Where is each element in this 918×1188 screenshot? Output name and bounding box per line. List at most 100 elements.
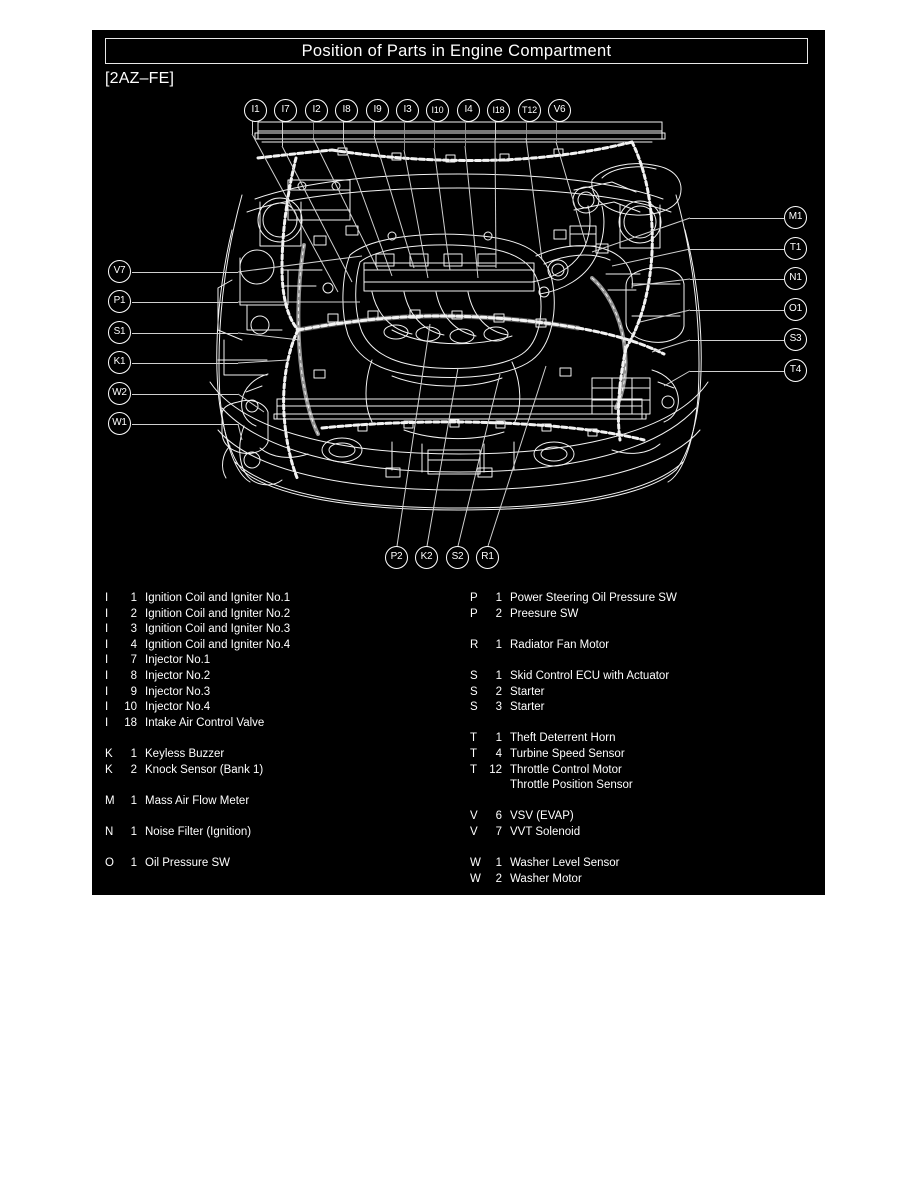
legend-number: 18 [124,716,137,729]
legend-description: Skid Control ECU with Actuator [510,669,670,682]
legend-description: Starter [510,701,545,714]
legend-description: VSV (EVAP) [510,810,574,823]
legend-letter: I [105,654,109,667]
legend-letter: I [105,623,109,636]
legend-number: 7 [495,825,502,838]
callout-p1[interactable]: P1 [108,290,131,313]
engine-code-label: [2AZ–FE] [105,70,175,87]
legend-description: Throttle Control Motor [510,763,622,776]
legend-letter: S [470,701,478,714]
legend-letter: N [105,825,114,838]
legend-number: 6 [495,810,502,823]
legend-letter: I [105,638,109,651]
legend-letter: I [105,592,109,604]
callout-i4[interactable]: I4 [457,99,480,122]
callout-t1[interactable]: T1 [784,237,807,260]
legend-number: 2 [495,872,502,885]
legend-letter: T [470,747,478,760]
legend-letter: V [470,825,478,838]
callout-s3[interactable]: S3 [784,328,807,351]
leader-line [132,424,238,425]
callout-s2[interactable]: S2 [446,546,469,569]
legend-number: 3 [495,701,502,714]
legend-description: Washer Level Sensor [510,857,620,870]
legend-description: Ignition Coil and Igniter No.4 [145,638,291,651]
leader-line [690,371,784,372]
legend-description: Ignition Coil and Igniter No.2 [145,607,291,620]
callout-k2[interactable]: K2 [415,546,438,569]
leader-line [526,112,527,138]
legend-description: Injector No.4 [145,701,211,714]
leader-line [252,112,253,134]
callout-o1[interactable]: O1 [784,298,807,321]
legend-description: Starter [510,685,545,698]
legend-description: Turbine Speed Sensor [510,747,625,760]
leader-line [132,272,238,273]
legend-description: Oil Pressure SW [145,857,230,870]
legend-number: 2 [495,607,502,620]
leader-line [690,279,784,280]
callout-i2[interactable]: I2 [305,99,328,122]
callout-i18[interactable]: I18 [487,99,510,122]
legend-letter: T [470,763,478,776]
leader-line [690,249,784,250]
legend-letter: I [105,716,109,729]
legend-letter: V [470,810,478,823]
legend-letter: K [105,747,113,760]
callout-r1[interactable]: R1 [476,546,499,569]
legend-description: Mass Air Flow Meter [145,794,250,807]
leader-line [132,363,238,364]
callout-v6[interactable]: V6 [548,99,571,122]
legend-description: Intake Air Control Valve [145,716,265,729]
legend-description: Theft Deterrent Horn [510,732,616,745]
callout-t4[interactable]: T4 [784,359,807,382]
legend-letter: I [105,685,109,698]
callout-w2[interactable]: W2 [108,382,131,405]
legend-number: 8 [130,669,137,682]
callout-m1[interactable]: M1 [784,206,807,229]
legend-number: 7 [130,654,137,667]
title-box: Position of Parts in Engine Compartment [105,38,808,64]
legend-description: Injector No.2 [145,669,211,682]
legend-number: 1 [130,825,137,838]
callout-w1[interactable]: W1 [108,412,131,435]
callout-t12[interactable]: T12 [518,99,541,122]
legend-letter: S [470,669,478,682]
legend-description: Throttle Position Sensor [510,779,633,792]
callout-i9[interactable]: I9 [366,99,389,122]
legend-number: 1 [130,857,137,870]
legend-description: Washer Motor [510,872,582,885]
legend-number: 1 [130,592,137,604]
legend-description: Power Steering Oil Pressure SW [510,592,677,604]
legend-letter: I [105,607,109,620]
legend-number: 1 [495,732,502,745]
legend-letter: K [105,763,113,776]
legend-letter: S [470,685,478,698]
legend-description: Noise Filter (Ignition) [145,825,252,838]
legend-description: Ignition Coil and Igniter No.3 [145,623,291,636]
legend-letter: P [470,592,478,604]
callout-i8[interactable]: I8 [335,99,358,122]
legend-number: 1 [495,857,502,870]
legend-number: 12 [489,763,502,776]
callout-i7[interactable]: I7 [274,99,297,122]
callout-v7[interactable]: V7 [108,260,131,283]
callout-i1[interactable]: I1 [244,99,267,122]
legend-number: 1 [130,794,137,807]
legend-description: Ignition Coil and Igniter No.1 [145,592,291,604]
legend-letter: O [105,857,114,870]
callout-n1[interactable]: N1 [784,267,807,290]
callout-i10[interactable]: I10 [426,99,449,122]
leader-line [465,112,466,146]
callout-p2[interactable]: P2 [385,546,408,569]
leader-line [690,218,784,219]
legend-letter: W [470,857,481,870]
leader-line [374,112,375,136]
legend-number: 1 [495,592,502,604]
callout-s1[interactable]: S1 [108,321,131,344]
callout-i3[interactable]: I3 [396,99,419,122]
callout-k1[interactable]: K1 [108,351,131,374]
engine-compartment-drawing [92,30,825,895]
legend-letter: W [470,872,481,885]
